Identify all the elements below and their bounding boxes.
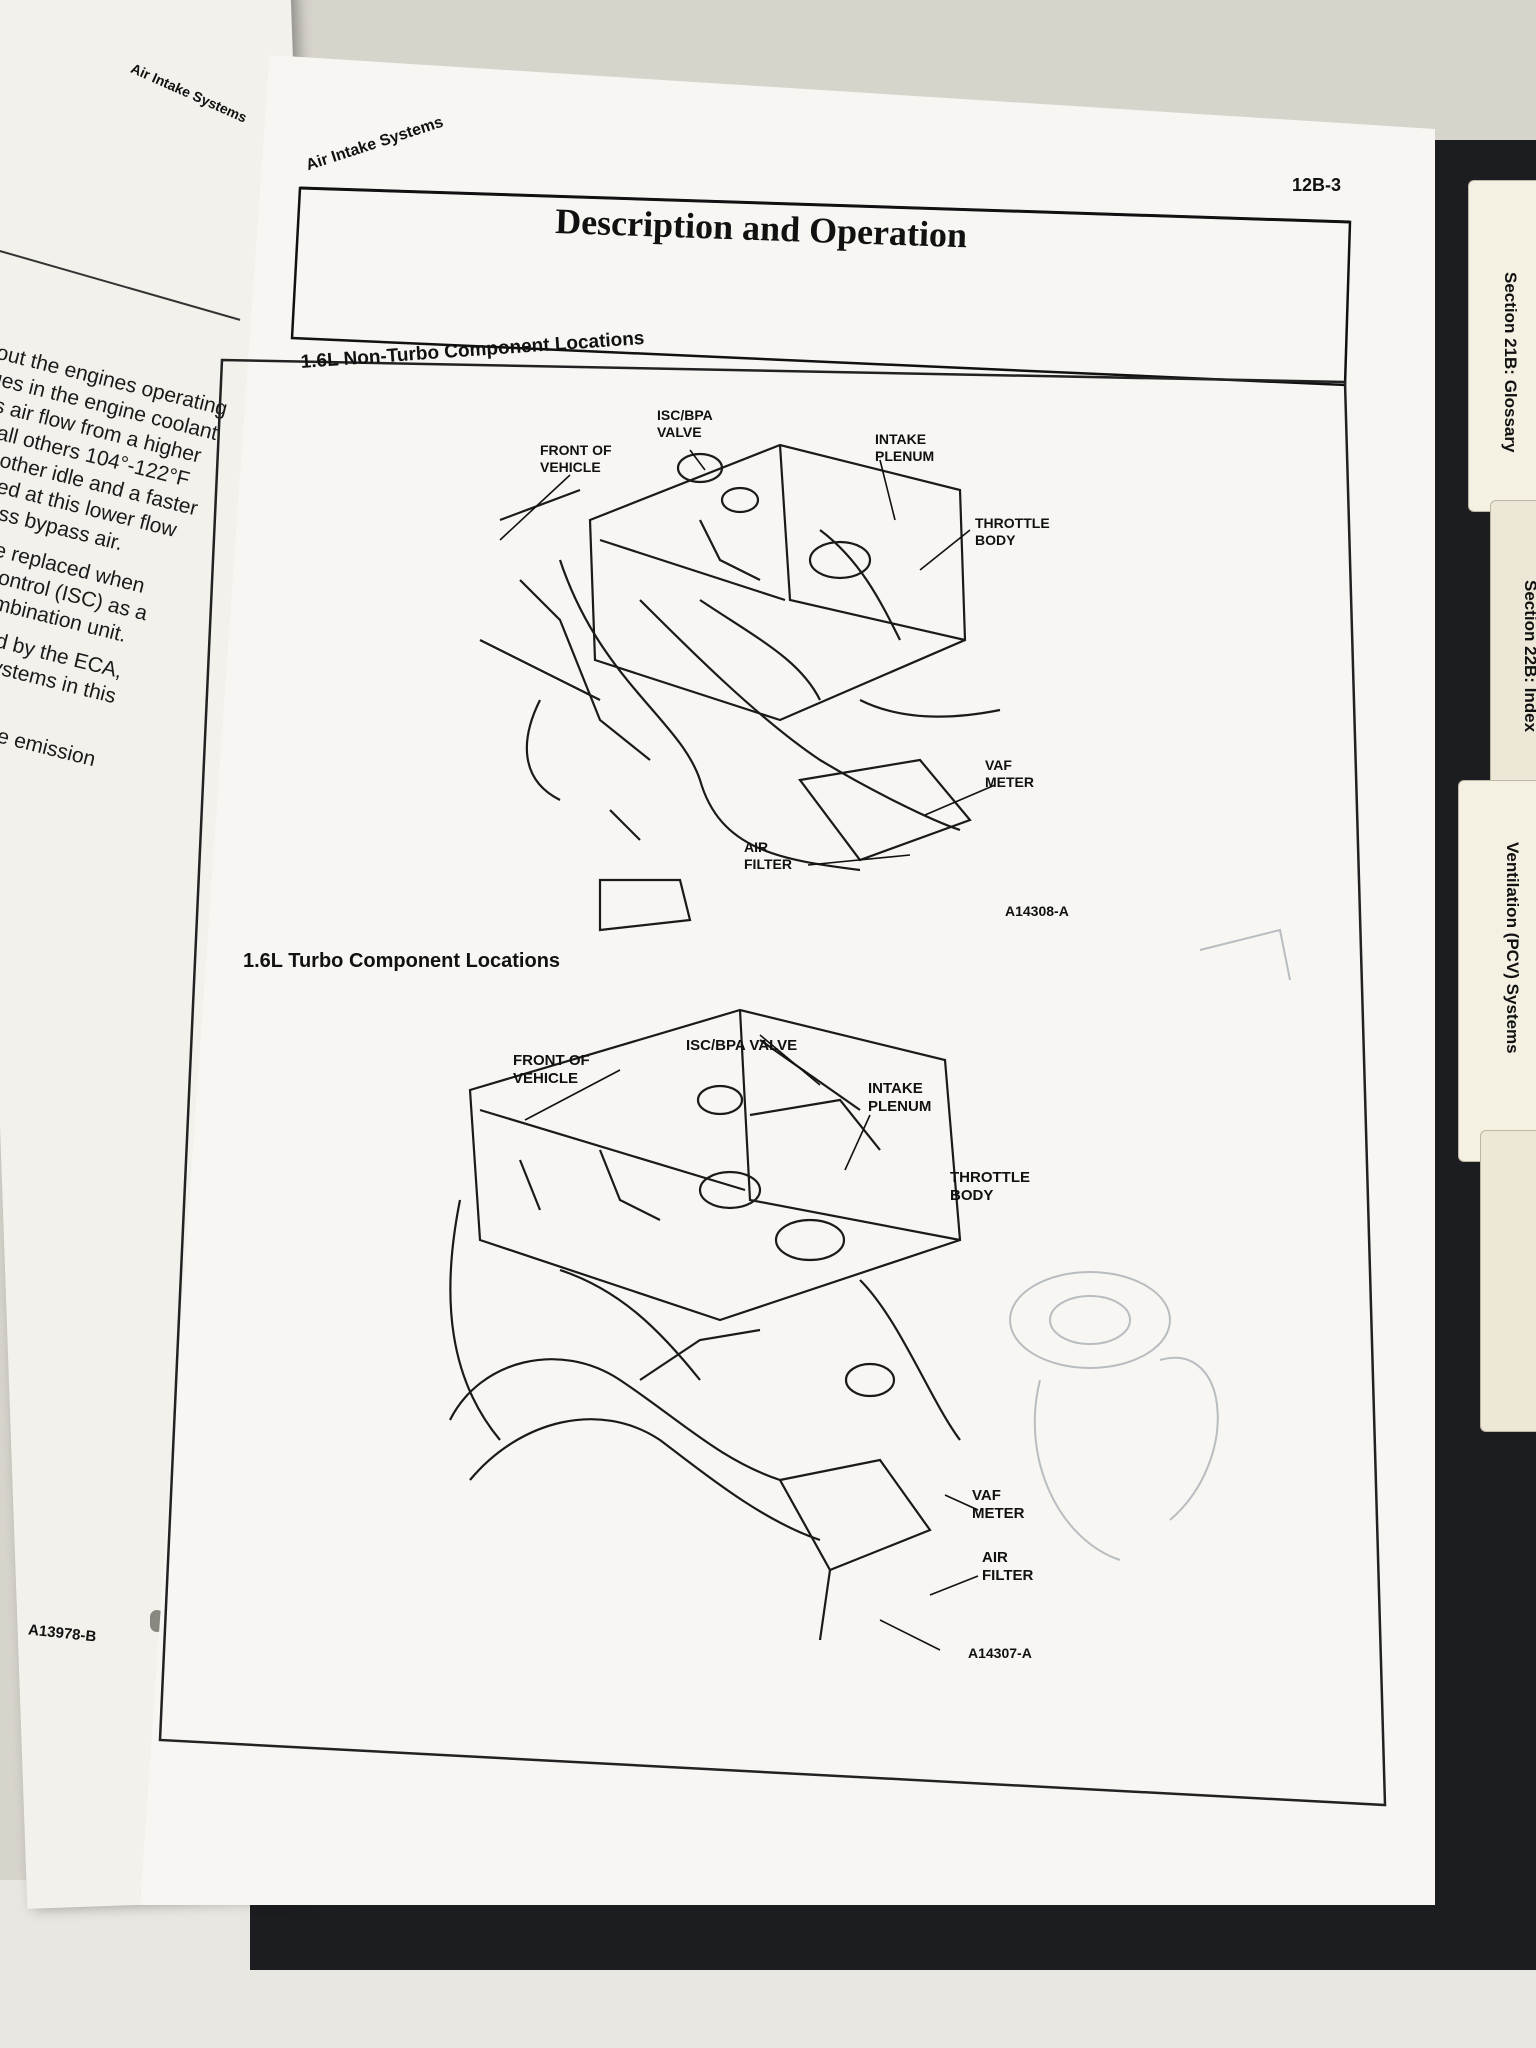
bottom-vaf-label: VAF [972,1487,1001,1504]
top-throttle-label: BODY [975,532,1016,548]
bottom-plenum-label: PLENUM [868,1098,931,1115]
bottom-air-label: AIR [982,1549,1008,1566]
engine-illustration-bottom [449,1008,962,1641]
bottom-vaf-label: METER [972,1505,1025,1522]
tab-divider-glossary[interactable] [1468,180,1536,512]
bottom-throttle-label: BODY [950,1187,993,1204]
bottom-air-label: FILTER [982,1567,1034,1584]
top-air-label: FILTER [744,856,792,872]
top-isc-label: VALVE [657,424,702,440]
tab-divider-pcv[interactable] [1458,780,1536,1162]
engine-illustration-top [479,443,1001,932]
top-figure-id: A14308-A [1005,903,1069,919]
top-throttle-label: THROTTLE [975,515,1050,531]
figure-frame [158,358,1387,1807]
title-rule [299,186,1351,224]
top-plenum-label: PLENUM [875,448,934,464]
bottom-labels: FRONT OF VEHICLE ISC/BPA VALVE INTAKE PL… [513,1037,1034,1584]
tab-divider-index[interactable] [1490,500,1536,832]
tab-divider-exhaust[interactable] [1480,1130,1536,1432]
page-number: 12B-3 [1292,175,1342,195]
top-air-label: AIR [744,839,768,855]
top-vaf-label: METER [985,774,1034,790]
top-front-label: VEHICLE [540,459,601,475]
bottom-front-label: FRONT OF [513,1052,590,1069]
bottom-figure-id: A14307-A [968,1645,1032,1661]
top-vaf-label: VAF [985,757,1012,773]
top-front-label: FRONT OF [540,442,612,458]
top-isc-label: ISC/BPA [657,407,713,423]
top-plenum-label: INTAKE [875,431,926,447]
top-leaders [499,449,996,866]
bottom-isc-label: ISC/BPA VALVE [686,1037,797,1054]
bottom-plenum-label: INTAKE [868,1080,923,1097]
bottom-throttle-label: THROTTLE [950,1169,1030,1186]
top-labels: FRONT OF VEHICLE ISC/BPA VALVE INTAKE PL… [540,407,1050,872]
bottom-leaders [524,1034,979,1651]
bottom-front-label: VEHICLE [513,1070,578,1087]
bleed-through-illustration [1009,928,1291,1561]
bottom-figure-heading: 1.6L Turbo Component Locations [243,950,561,972]
